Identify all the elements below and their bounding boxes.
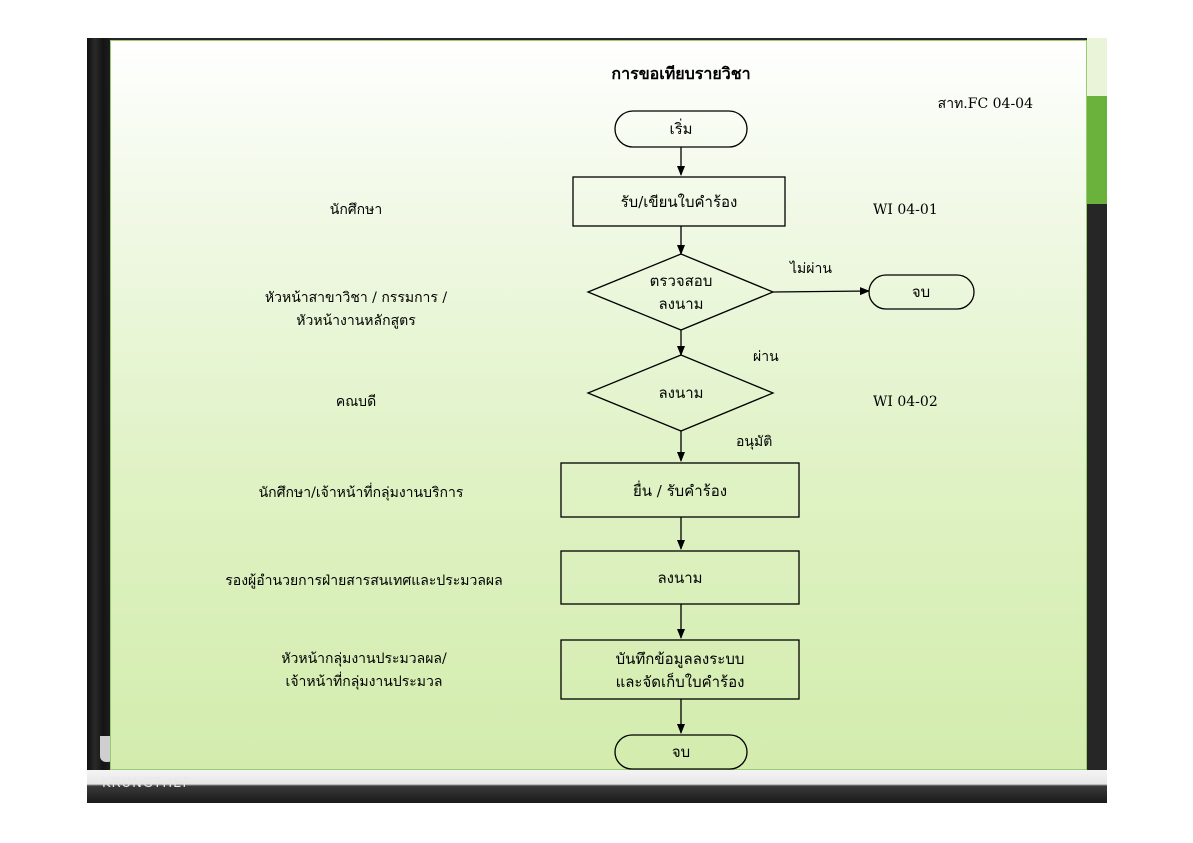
end-label: จบ: [672, 743, 690, 761]
step4-label-line2: และจัดเก็บใบคำร้อง: [616, 672, 745, 691]
document-code: สาท.FC 04-04: [938, 96, 1033, 112]
form-code-decision2: WI 04-02: [873, 394, 938, 410]
flowchart: การขอเทียบรายวิชา สาท.FC 04-04: [225, 64, 1033, 770]
decision1-diamond: [586, 253, 775, 331]
form-code-step1: WI 04-01: [873, 202, 938, 218]
slide-tab-light: [1087, 38, 1107, 98]
step2-label: ยื่น / รับคำร้อง: [633, 480, 727, 500]
edge-label-fail: ไม่ผ่าน: [789, 260, 832, 277]
edge-label-approve: อนุมัติ: [736, 434, 772, 450]
decision2-diamond: [586, 354, 775, 432]
role-service-staff: นักศึกษา/เจ้าหน้าที่กลุ่มงานบริการ: [259, 483, 464, 501]
reject-terminator: [868, 274, 975, 310]
role-processing-head-line1: หัวหน้ากลุ่มงานประมวลผล/: [281, 651, 447, 667]
flowchart-panel: การขอเทียบรายวิชา สาท.FC 04-04: [110, 40, 1087, 770]
step1-label: รับ/เขียนใบคำร้อง: [621, 193, 738, 211]
role-reviewer-line2: หัวหน้างานหลักสูตร: [296, 313, 416, 329]
step3-box: [560, 550, 800, 605]
step2-box: [560, 462, 800, 518]
step4-box: [560, 639, 800, 700]
slide-footer: [87, 770, 1107, 803]
role-deputy-director: รองผู้อำนวยการฝ่ายสารสนเทศและประมวลผล: [225, 573, 502, 589]
decision1-label-line2: ลงนาม: [658, 295, 703, 313]
page-title: การขอเทียบรายวิชา: [611, 64, 750, 83]
edge-label-pass: ผ่าน: [753, 349, 779, 365]
end-terminator: [614, 734, 748, 770]
role-processing-head-line2: เจ้าหน้าที่กลุ่มงานประมวล: [286, 672, 443, 690]
decision1-label-line1: ตรวจสอบ: [650, 272, 713, 290]
start-label: เริ่ม: [669, 118, 692, 138]
step1-box: [572, 176, 786, 227]
reject-label: จบ: [912, 283, 930, 301]
role-dean: คณบดี: [336, 394, 376, 410]
edge-decision1-reject: [772, 287, 870, 296]
slide-tab-green: [1087, 96, 1107, 204]
decision2-label: ลงนาม: [658, 384, 703, 402]
start-terminator: [614, 110, 748, 148]
footer-logo-text: KRUNGTHEP: [102, 776, 192, 791]
role-student: นักศึกษา: [330, 202, 383, 218]
role-reviewer-line1: หัวหน้าสาขาวิชา / กรรมการ /: [265, 290, 447, 306]
step3-label: ลงนาม: [657, 569, 702, 587]
step4-label-line1: บันทึกข้อมูลลงระบบ: [616, 650, 745, 668]
